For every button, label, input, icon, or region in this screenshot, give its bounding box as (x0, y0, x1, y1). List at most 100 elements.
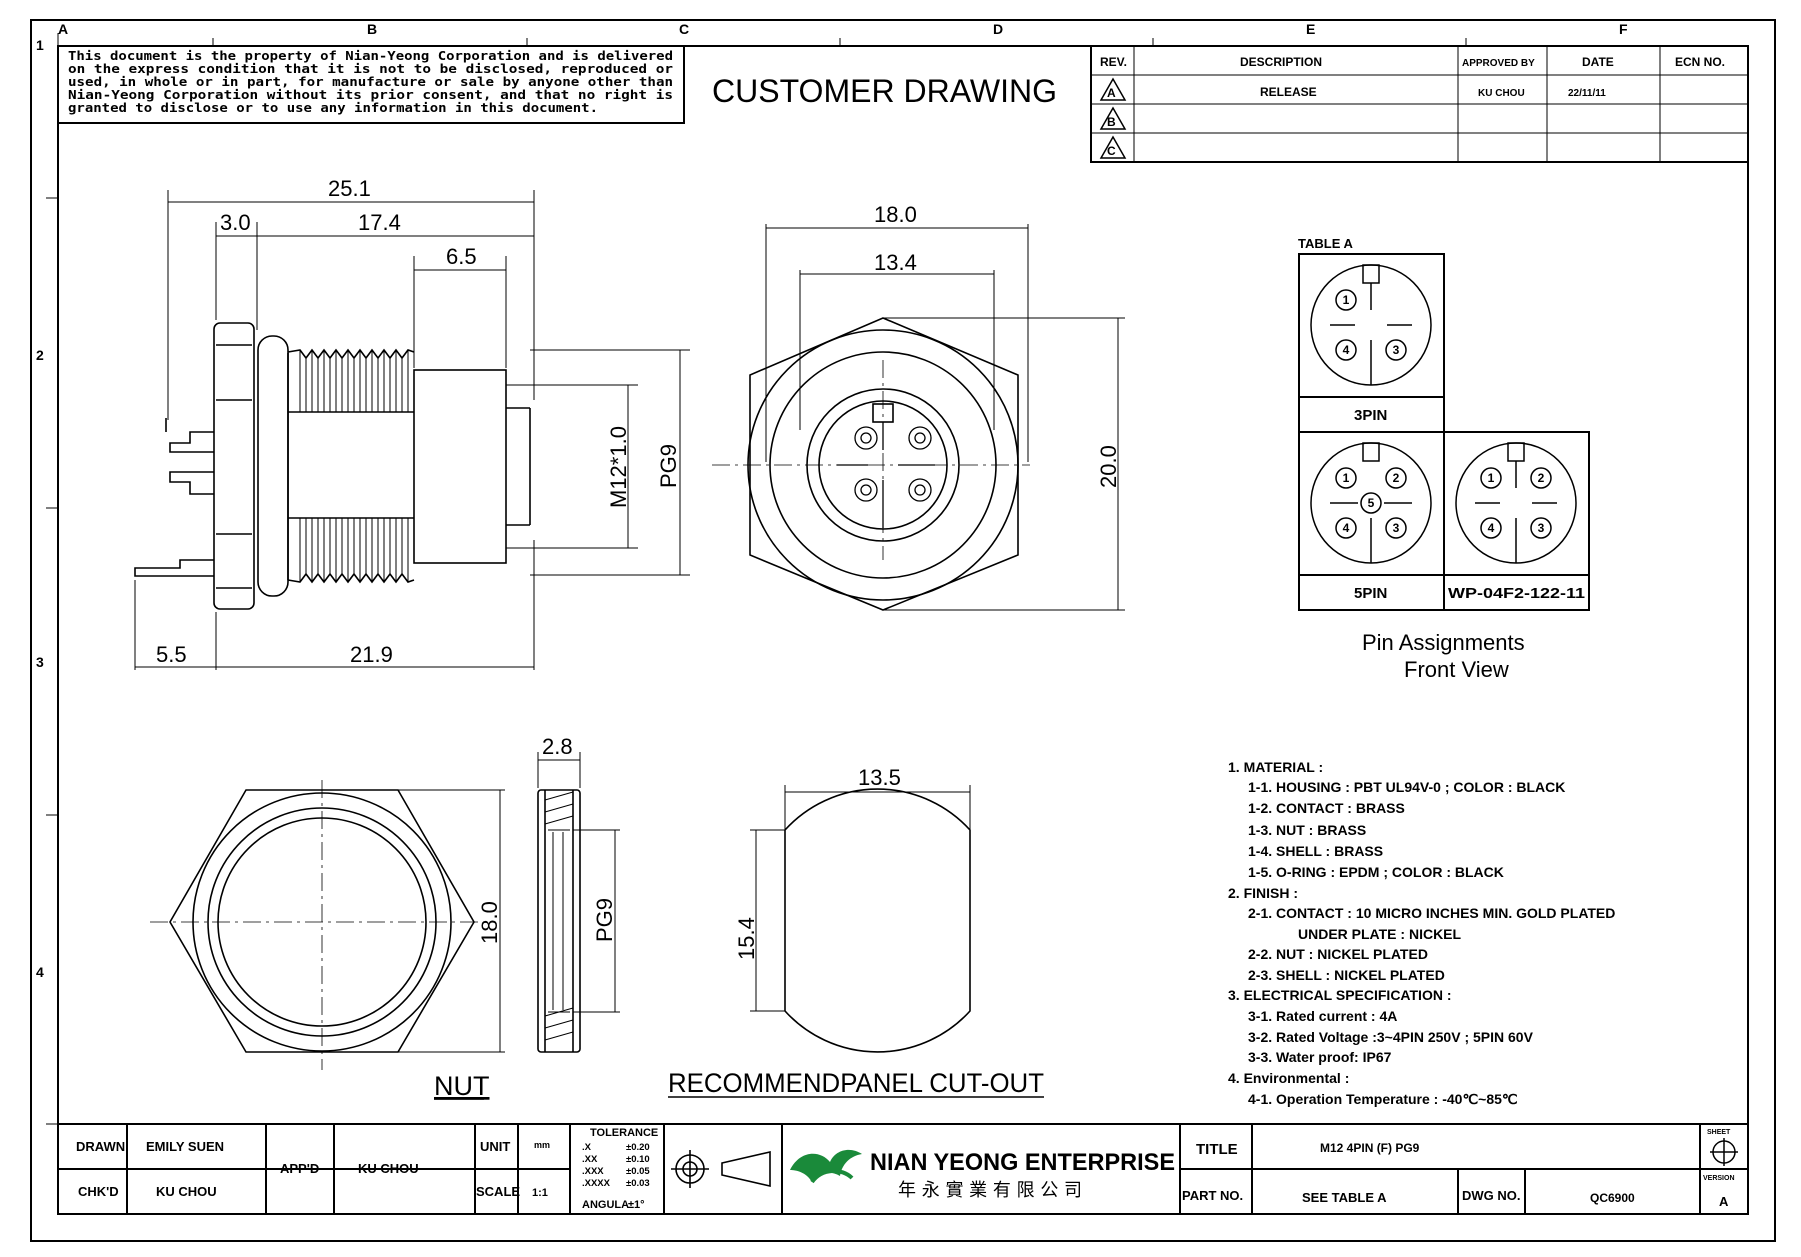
pinout-4pin (1455, 442, 1577, 564)
rev-a-approved: KU CHOU (1478, 88, 1525, 99)
dim-2-8: 2.8 (542, 734, 573, 759)
company-name-cn: 年 永 實 業 有 限 公 司 (898, 1180, 1082, 1201)
spec-line: 2-1. CONTACT : 10 MICRO INCHES MIN. GOLD… (1248, 905, 1615, 921)
dim-18-0: 18.0 (874, 202, 917, 227)
spec-notes: 1. MATERIAL : 1-1. HOUSING : PBT UL94V-0… (1228, 759, 1615, 1107)
unit-label: UNIT (480, 1139, 510, 1154)
side-view-dim-text: 25.1 3.0 17.4 6.5 5.5 21.9 M12*1.0 PG9 (156, 176, 681, 667)
spec-line: 1-2. CONTACT : BRASS (1248, 800, 1405, 816)
pin-label: 3 (1393, 521, 1400, 535)
rev-a-description: RELEASE (1260, 85, 1317, 99)
drawing-title: CUSTOMER DRAWING (712, 73, 1057, 109)
projection-symbol-icon (671, 1150, 771, 1188)
pin-label: 3 (1393, 343, 1400, 357)
tol-key: .XXXX (582, 1178, 611, 1189)
zone-col-b: B (367, 21, 377, 37)
pin-label: 1 (1488, 471, 1495, 485)
scale-value: 1:1 (532, 1187, 548, 1199)
pin-label: 4 (1343, 343, 1350, 357)
zone-row-1: 1 (36, 37, 44, 53)
spec-line: 3-1. Rated current : 4A (1248, 1008, 1397, 1024)
company-logo-icon (790, 1149, 862, 1184)
pin-caption-2: Front View (1404, 657, 1509, 682)
confidentiality-notice: This document is the property of Nian-Ye… (57, 45, 685, 124)
zone-row-4: 4 (36, 964, 44, 980)
spec-line: 2. FINISH : (1228, 885, 1298, 901)
dim-6-5: 6.5 (446, 244, 477, 269)
chkd-value: KU CHOU (156, 1184, 217, 1199)
scale-label: SCALE (476, 1184, 520, 1199)
approved-header: APPROVED BY (1462, 58, 1535, 69)
nut-view (150, 780, 581, 1070)
zone-row-2: 2 (36, 347, 44, 363)
dim-13-5: 13.5 (858, 765, 901, 790)
title-block-text: DRAWN EMILY SUEN CHK'D KU CHOU APP'D KU … (76, 1127, 1735, 1211)
spec-line: 1-1. HOUSING : PBT UL94V-0 ; COLOR : BLA… (1248, 779, 1565, 795)
spec-line: 4-1. Operation Temperature : -40℃~85℃ (1248, 1091, 1518, 1107)
chkd-label: CHK'D (78, 1184, 119, 1199)
drawn-value: EMILY SUEN (146, 1139, 224, 1154)
zone-col-e: E (1306, 21, 1315, 37)
dim-3-0: 3.0 (220, 210, 251, 235)
dim-m12: M12*1.0 (606, 426, 631, 508)
nut-view-dimensions (398, 752, 620, 1053)
front-view-dim-text: 18.0 13.4 20.0 (874, 202, 1121, 488)
dim-nut-pg9: PG9 (592, 898, 617, 942)
tolerance-label: TOLERANCE (590, 1127, 658, 1139)
zone-col-f: F (1619, 21, 1628, 37)
cell-5pin: 5PIN (1354, 585, 1387, 602)
pin-label: 1 (1343, 471, 1350, 485)
version-label: VERSION (1703, 1175, 1735, 1182)
spec-line: 2-2. NUT : NICKEL PLATED (1248, 946, 1428, 962)
cutout-view (784, 788, 971, 1053)
spec-line: 1-5. O-RING : EPDM ; COLOR : BLACK (1248, 864, 1504, 880)
tol-val: ±1° (628, 1199, 645, 1211)
tol-val: ±0.10 (626, 1154, 650, 1165)
company-name: NIAN YEONG ENTERPRISE (870, 1149, 1175, 1176)
rev-c: C (1107, 144, 1116, 158)
notice-line: on the express condition that it is not … (68, 61, 674, 76)
dim-13-4: 13.4 (874, 250, 917, 275)
dim-25-1: 25.1 (328, 176, 371, 201)
tol-val: ±0.05 (626, 1166, 650, 1177)
pinout-5pin (1310, 442, 1432, 564)
dim-15-4: 15.4 (734, 917, 759, 960)
partno-label: PART NO. (1182, 1188, 1243, 1203)
appd-value: KU CHOU (358, 1161, 419, 1176)
spec-line: 3-3. Water proof: IP67 (1248, 1049, 1392, 1065)
spec-line: 1-3. NUT : BRASS (1248, 822, 1366, 838)
tol-key: ANGULA (582, 1199, 629, 1211)
tol-key: .XX (582, 1154, 598, 1165)
sheet-label: SHEET (1707, 1129, 1731, 1136)
notice-line: granted to disclose or to use any inform… (68, 100, 598, 115)
spec-line: 1-4. SHELL : BRASS (1248, 843, 1383, 859)
front-view-dimensions (765, 224, 1125, 611)
cutout-dimensions (750, 785, 971, 1012)
title-value: M12 4PIN (F) PG9 (1320, 1141, 1420, 1155)
date-header: DATE (1582, 55, 1614, 69)
cell-3pin: 3PIN (1354, 407, 1387, 424)
spec-line: 3-2. Rated Voltage :3~4PIN 250V ; 5PIN 6… (1248, 1029, 1534, 1045)
appd-label: APP'D (280, 1161, 319, 1176)
spec-line: UNDER PLATE : NICKEL (1298, 926, 1462, 942)
zone-markers: A B C D E F 1 2 3 4 (36, 21, 1628, 1125)
rev-header: REV. (1100, 55, 1127, 69)
rev-b: B (1107, 115, 1116, 129)
spec-line: 1. MATERIAL : (1228, 759, 1323, 775)
outer-frame (30, 19, 1776, 1242)
rev-a-date: 22/11/11 (1568, 88, 1606, 99)
spec-line: 4. Environmental : (1228, 1070, 1349, 1086)
zone-col-a: A (58, 21, 68, 37)
pin-label: 2 (1538, 471, 1545, 485)
nut-dim-text: 18.0 2.8 PG9 (477, 734, 617, 944)
rev-a: A (1107, 86, 1116, 100)
title-label: TITLE (1196, 1141, 1238, 1158)
zone-col-c: C (679, 21, 689, 37)
zone-row-3: 3 (36, 654, 44, 670)
dwgno-value: QC6900 (1590, 1191, 1635, 1205)
pin-label: 2 (1393, 471, 1400, 485)
spec-line: 3. ELECTRICAL SPECIFICATION : (1228, 987, 1452, 1003)
cutout-dim-text: 13.5 15.4 (734, 765, 901, 960)
notice-line: Nian-Yeong Corporation without its prior… (68, 87, 673, 102)
